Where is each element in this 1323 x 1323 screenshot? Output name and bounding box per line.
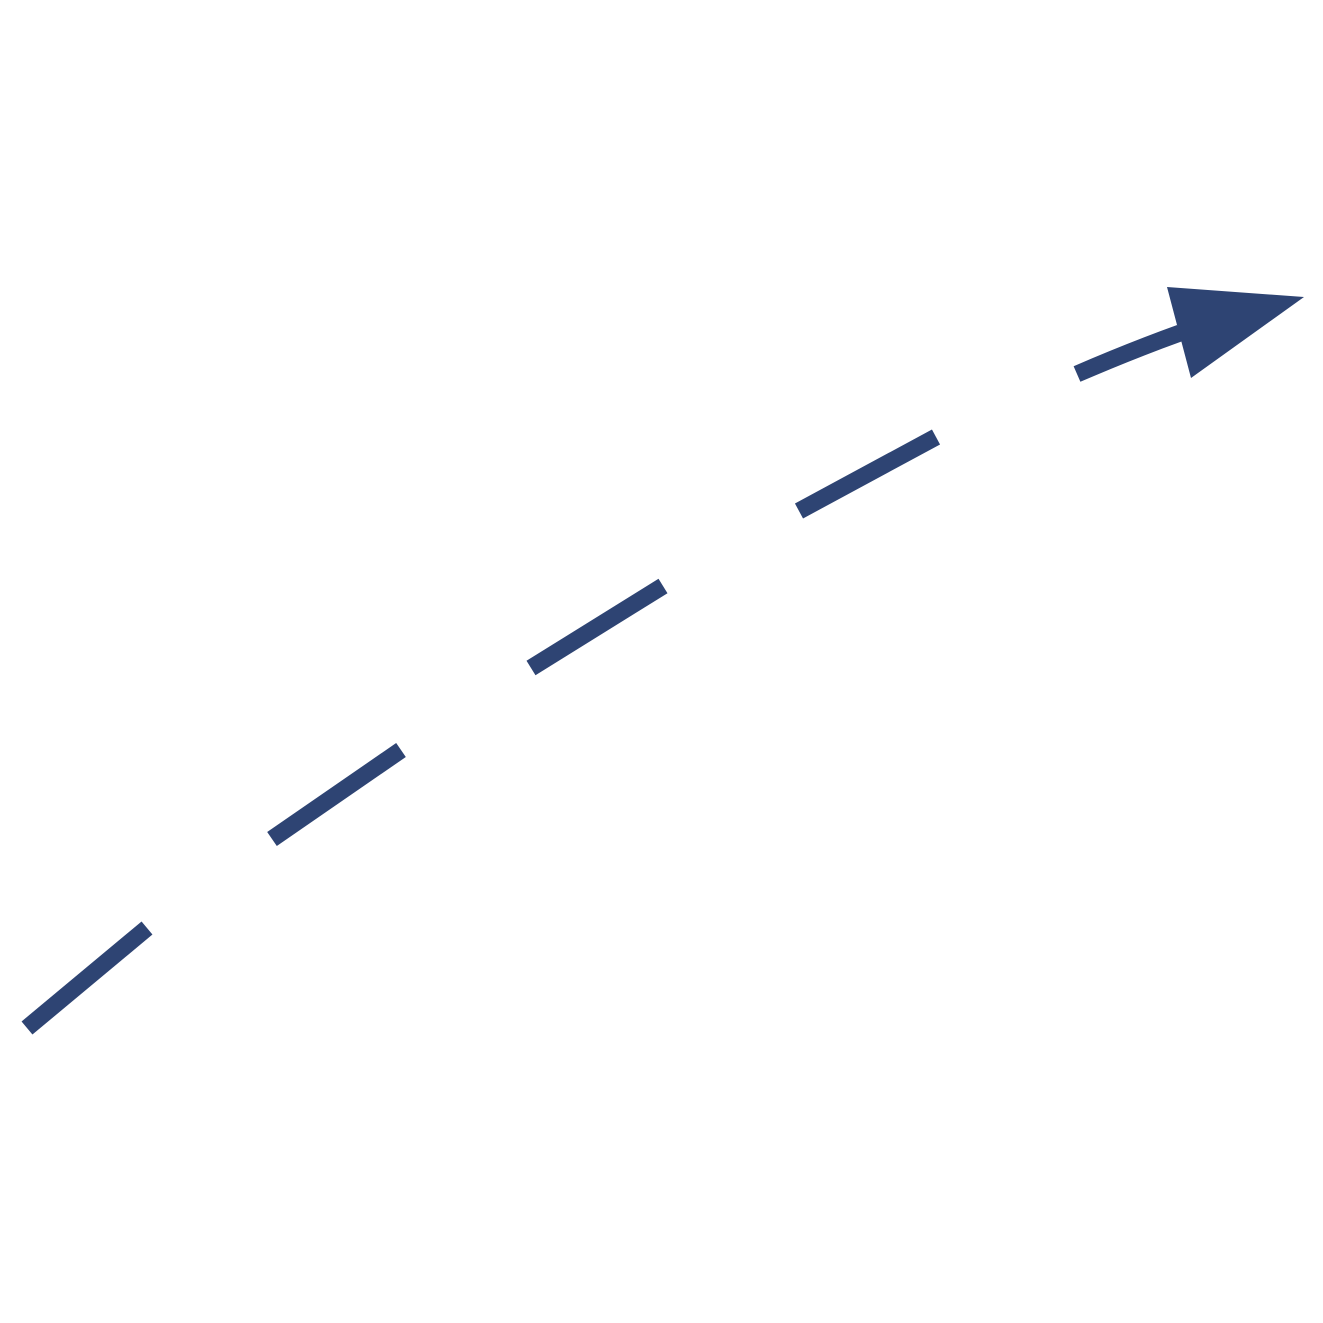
- arrow-dash: [1073, 325, 1183, 382]
- arrow-dash: [794, 429, 941, 519]
- arrow-dash: [21, 921, 153, 1035]
- arrow-dash: [526, 578, 668, 676]
- arrow-dashes: [21, 325, 1183, 1035]
- arrow-head: [1167, 287, 1304, 378]
- arrow-dash: [267, 743, 406, 846]
